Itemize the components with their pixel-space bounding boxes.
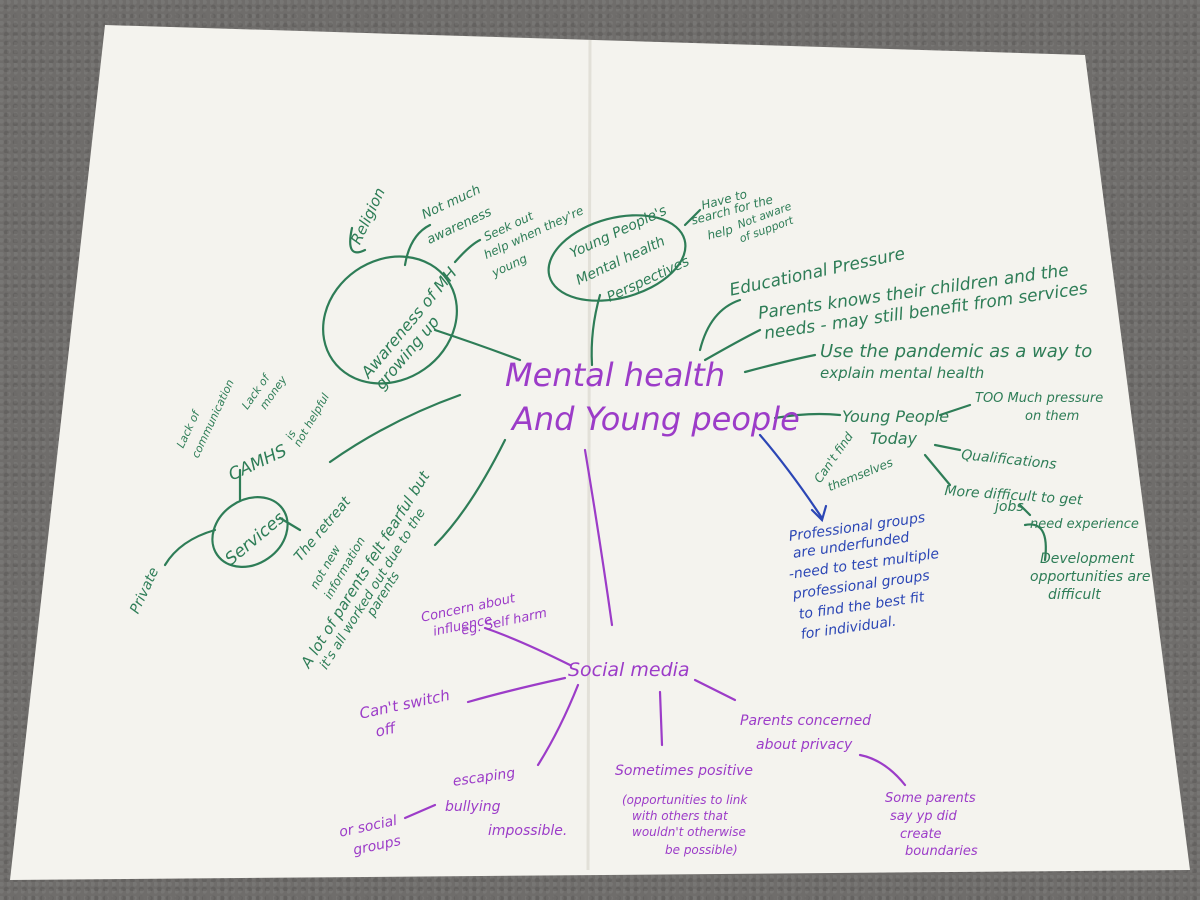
- opportunities-line2: with others that: [632, 810, 728, 823]
- privacy-line2: about privacy: [756, 738, 852, 753]
- center-title-line1: Mental health: [505, 358, 725, 393]
- opportunities-line3: wouldn't otherwise: [632, 826, 746, 839]
- need-experience: need experience: [1030, 518, 1139, 532]
- cant-switch-line2: off: [374, 720, 397, 740]
- pandemic-line1: Use the pandemic as a way to: [820, 342, 1092, 362]
- young-people-today-line2: Today: [870, 430, 917, 448]
- impossible-label: impossible.: [488, 824, 567, 839]
- opportunities-line1: (opportunities to link: [622, 794, 747, 807]
- bullying-label: bullying: [445, 800, 500, 815]
- boundaries-line2: say yp did: [890, 810, 957, 824]
- opportunities-line4: be possible): [665, 844, 738, 857]
- jobs-line2: jobs: [995, 500, 1024, 515]
- paper-fold: [588, 40, 590, 870]
- development-line1: Development: [1040, 552, 1134, 567]
- boundaries-line3: create: [900, 828, 942, 842]
- pressure-line2: on them: [1025, 410, 1079, 424]
- young-people-today-line1: Young People: [842, 408, 949, 426]
- social-media-title: Social media: [568, 660, 690, 681]
- pandemic-line2: explain mental health: [820, 365, 984, 382]
- center-title-line2: And Young people: [512, 402, 800, 437]
- development-line3: difficult: [1048, 588, 1101, 603]
- boundaries-line4: boundaries: [905, 845, 978, 859]
- privacy-line1: Parents concerned: [740, 714, 871, 729]
- pressure-line1: TOO Much pressure: [975, 392, 1103, 406]
- sometimes-positive: Sometimes positive: [615, 764, 753, 779]
- development-line2: opportunities are: [1030, 570, 1150, 585]
- boundaries-line1: Some parents: [885, 792, 976, 806]
